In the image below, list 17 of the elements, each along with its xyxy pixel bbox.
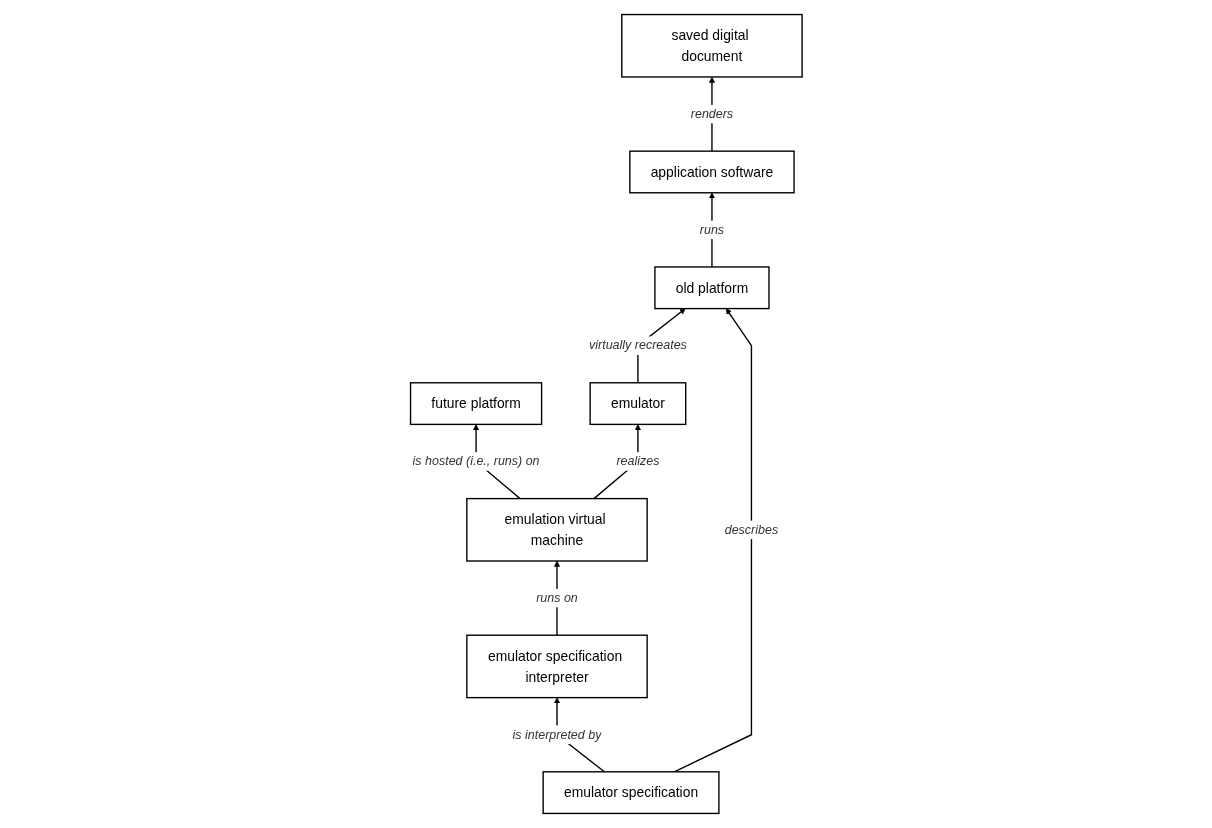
- node-box: emulation virtual machine: [465, 497, 648, 562]
- edge-label: renders: [690, 106, 733, 121]
- edge-label: is hosted (i.e., runs) on: [412, 454, 540, 469]
- edge-label: virtually recreates: [588, 338, 687, 353]
- edge-label: realizes: [616, 454, 660, 469]
- node-box: old platform: [653, 266, 770, 310]
- node-box: emulator specification interpreter: [465, 634, 648, 699]
- edge-label: is interpreted by: [512, 727, 602, 742]
- edge-label: runs: [699, 222, 724, 237]
- node-box: saved digital document: [620, 13, 803, 78]
- node-box: emulator specification: [542, 771, 720, 815]
- node-box: application software: [628, 150, 795, 194]
- edge-label: runs on: [535, 590, 578, 605]
- edge-label: describes: [724, 522, 778, 537]
- arrow: [673, 308, 752, 773]
- node-box: emulator: [589, 382, 687, 426]
- node-box: future platform: [409, 382, 542, 426]
